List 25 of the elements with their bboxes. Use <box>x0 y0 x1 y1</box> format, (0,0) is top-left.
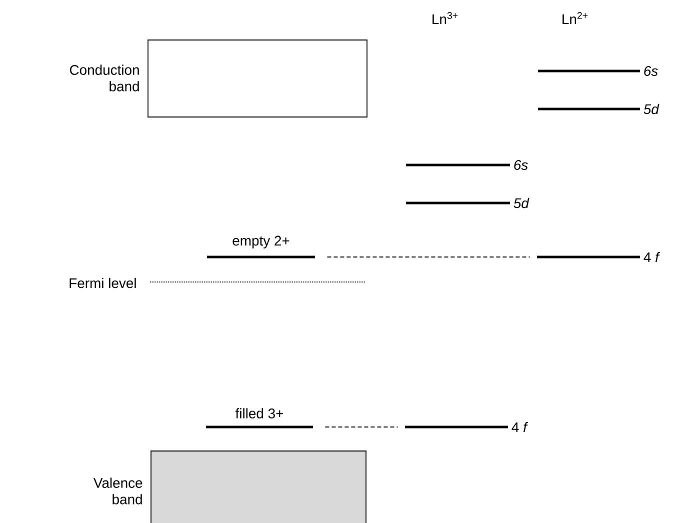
dashed-connector <box>326 256 530 258</box>
node-label: 5d <box>644 104 660 114</box>
band-box: Valence band <box>94 450 366 523</box>
energy-level: empty 2+ <box>207 236 315 258</box>
node-label: empty 2+ <box>232 236 290 248</box>
node-label: Conduction band <box>70 64 139 92</box>
energy-level: 6s <box>406 160 528 170</box>
energy-level: 6s <box>538 66 658 76</box>
dashed-connector <box>324 426 398 428</box>
fermi-level: Fermi level <box>70 278 366 288</box>
energy-level: 5d <box>538 104 660 114</box>
ion-label: Ln$^{3+}$ <box>432 12 458 24</box>
energy-level: 4 f <box>405 422 528 432</box>
node-label: 5d <box>514 198 530 208</box>
energy-level: filled 3+ <box>206 408 313 428</box>
ion-label: Ln$^{2+}$ <box>562 12 588 24</box>
node-label: Valence band <box>93 478 142 504</box>
energy-level: 5d <box>406 198 530 208</box>
node-label: filled 3+ <box>235 408 284 418</box>
node-label: 6s <box>514 160 528 170</box>
band-box: Conduction band <box>70 40 368 118</box>
node-label: 4 f <box>512 422 528 432</box>
node-label: 6s <box>644 66 658 76</box>
energy-level: 4 f <box>537 252 660 262</box>
node-label: 4 f <box>644 252 660 262</box>
